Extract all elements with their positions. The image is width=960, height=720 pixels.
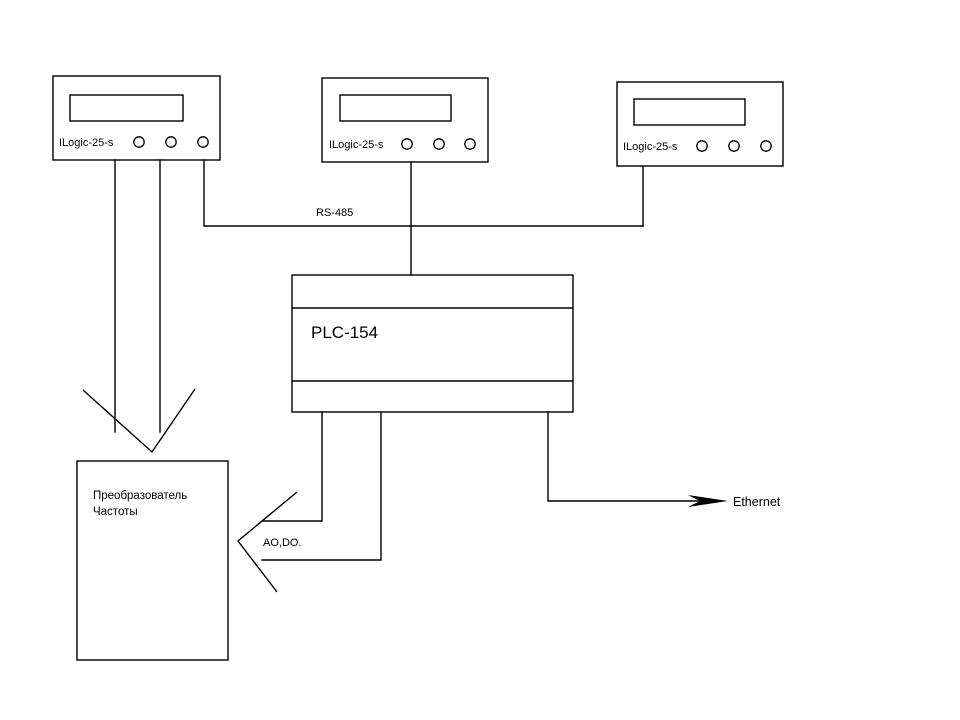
plc-body <box>291 274 574 413</box>
ethernet-label: Ethernet <box>733 495 781 509</box>
converter-label-line1: Преобразователь <box>93 490 187 502</box>
device-body <box>52 75 221 161</box>
plc-154-unit[interactable]: PLC-154 <box>291 274 574 413</box>
device-button[interactable] <box>728 140 740 152</box>
converter-body <box>76 460 229 661</box>
io-wire-upper <box>261 411 323 522</box>
device-ilogic-1[interactable]: ILogic-25-s <box>52 75 221 161</box>
ethernet-line <box>547 411 717 502</box>
device-ilogic-2[interactable]: ILogic-25-s <box>321 77 489 163</box>
device-label: ILogic-25-s <box>59 137 114 149</box>
device-label: ILogic-25-s <box>329 139 384 151</box>
device-button[interactable] <box>696 140 708 152</box>
device-display <box>633 98 746 126</box>
io-wire-lower <box>261 411 382 561</box>
device-body <box>616 81 784 167</box>
device-button[interactable] <box>401 138 413 150</box>
device-ilogic-3[interactable]: ILogic-25-s <box>616 81 784 167</box>
frequency-converter-unit[interactable]: Преобразователь Частоты <box>76 460 229 661</box>
rs485-bus-line <box>203 159 644 227</box>
io-label: AO,DO. <box>263 537 302 549</box>
device-button[interactable] <box>197 136 209 148</box>
device-display <box>69 94 184 122</box>
rs485-label: RS-485 <box>316 207 353 219</box>
device-button[interactable] <box>133 136 145 148</box>
device-display <box>339 94 452 122</box>
device-body <box>321 77 489 163</box>
converter-feed-wiring <box>82 159 196 454</box>
io-arrowhead <box>237 491 298 593</box>
io-link-wiring: AO,DO. <box>237 411 382 593</box>
ethernet-wiring: Ethernet <box>547 411 781 509</box>
device-button[interactable] <box>464 138 476 150</box>
device-button[interactable] <box>433 138 445 150</box>
converter-feed-arrowhead <box>82 388 196 454</box>
converter-label-line2: Частоты <box>93 506 138 518</box>
plc-label: PLC-154 <box>311 323 378 342</box>
device-label: ILogic-25-s <box>623 141 678 153</box>
device-button[interactable] <box>760 140 772 152</box>
ethernet-arrowhead <box>688 495 728 507</box>
rs485-bus-wiring <box>203 159 644 276</box>
device-button[interactable] <box>165 136 177 148</box>
